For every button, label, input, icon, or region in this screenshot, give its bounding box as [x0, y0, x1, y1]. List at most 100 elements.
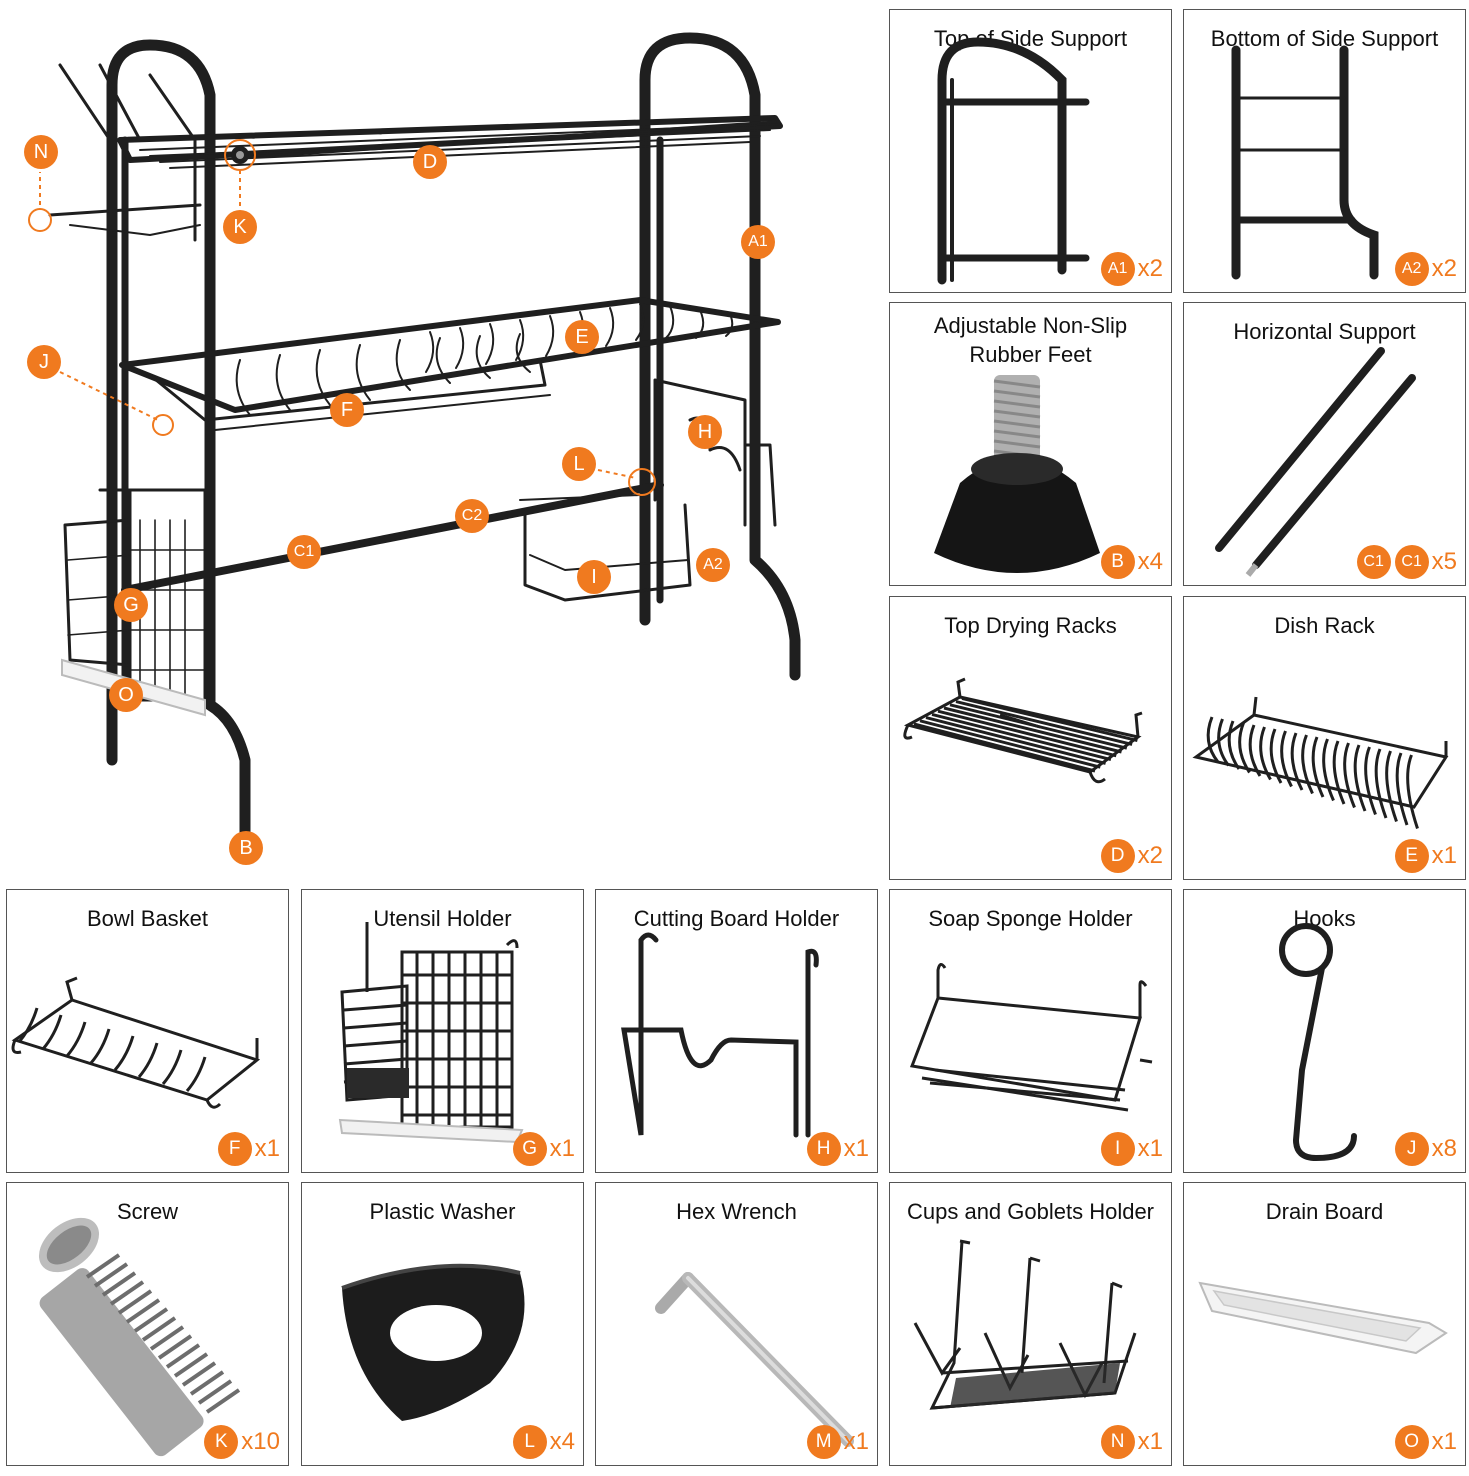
part-illustration-bottom-of-side-support [1231, 45, 1379, 280]
part-badge: E [1394, 839, 1429, 873]
quantity-count: x10 [241, 1428, 280, 1455]
part-title: Plastic Washer [369, 1199, 516, 1224]
part-illustration-cups-goblets-holder [913, 1239, 1137, 1410]
part-badge: C1 [1394, 545, 1429, 579]
quantity-count: x1 [1431, 1428, 1457, 1455]
callout-e: E [565, 320, 599, 354]
callout-d: D [413, 145, 447, 179]
part-badge: C1 [1356, 545, 1391, 579]
part-badge: K [204, 1425, 239, 1459]
part-badge: M [806, 1425, 841, 1459]
part-illustration-plastic-washer [341, 1263, 525, 1421]
quantity-count: x2 [1137, 842, 1163, 869]
callout-k: K [223, 210, 257, 244]
part-title: Horizontal Support [1233, 319, 1416, 344]
quantity-count: x1 [843, 1428, 869, 1455]
callout-g: G [114, 588, 148, 622]
part-badge: N [1100, 1425, 1135, 1459]
part-illustration-soap-sponge-holder [909, 963, 1153, 1112]
part-title: Bowl Basket [86, 906, 209, 931]
part-illustration-bowl-basket [11, 976, 261, 1109]
part-illustration-utensil-holder [338, 922, 524, 1144]
part-title: Utensil Holder [373, 906, 512, 931]
part-title: Cups and Goblets Holder [906, 1199, 1155, 1224]
part-title: Top Drying Racks [944, 613, 1117, 638]
quantity-count: x1 [1431, 842, 1457, 869]
part-title: Drain Board [1265, 1199, 1384, 1224]
quantity-count: x1 [843, 1135, 869, 1162]
callout-f: F [330, 393, 364, 427]
callout-a1: A1 [741, 225, 775, 259]
quantity-count: x1 [1137, 1135, 1163, 1162]
quantity-count: x1 [549, 1135, 575, 1162]
callout-c1: C1 [287, 535, 321, 569]
callout-b: B [229, 831, 263, 865]
part-title: Screw [116, 1199, 179, 1224]
part-title: Dish Rack [1274, 613, 1375, 638]
part-title: Hex Wrench [676, 1199, 797, 1224]
part-badge: B [1100, 545, 1135, 579]
callout-j: J [27, 345, 61, 379]
part-badge: D [1100, 839, 1135, 873]
part-illustration-horizontal-support [1215, 347, 1416, 577]
quantity-count: x2 [1431, 255, 1457, 282]
part-badge: A1 [1100, 252, 1135, 286]
callout-c2: C2 [455, 499, 489, 533]
callout-a2: A2 [696, 548, 730, 582]
callout-n: N [24, 135, 58, 169]
part-title: Cutting Board Holder [633, 906, 840, 931]
part-illustration-hooks [1279, 923, 1357, 1162]
part-badge: J [1394, 1132, 1429, 1166]
part-illustration-hex-wrench [655, 1272, 854, 1447]
callout-h: H [688, 415, 722, 449]
callout-l: L [562, 447, 596, 481]
part-title: Bottom of Side Support [1210, 26, 1439, 51]
part-illustration-screw [38, 1217, 241, 1457]
part-illustration-cutting-board-holder [621, 932, 819, 1138]
part-badge: F [217, 1132, 252, 1166]
part-title: Adjustable Non-Slip Rubber Feet [933, 313, 1128, 367]
part-illustration-rubber-feet [934, 375, 1100, 573]
quantity-count: x2 [1137, 255, 1163, 282]
quantity-count: x5 [1431, 548, 1457, 575]
quantity-count: x1 [254, 1135, 280, 1162]
part-badge: G [512, 1132, 547, 1166]
part-badge: L [512, 1425, 547, 1459]
part-illustration-top-of-side-support [937, 37, 1090, 285]
part-badge: A2 [1394, 252, 1429, 286]
part-title: Soap Sponge Holder [928, 906, 1133, 931]
part-illustration-top-drying-racks [903, 677, 1143, 784]
quantity-count: x8 [1431, 1135, 1457, 1162]
part-badge: O [1394, 1425, 1429, 1459]
quantity-count: x1 [1137, 1428, 1163, 1455]
assembled-rack-diagram [28, 32, 801, 841]
callout-i: I [577, 560, 611, 594]
callout-o: O [109, 678, 143, 712]
part-illustration-drain-board [1198, 1281, 1448, 1355]
